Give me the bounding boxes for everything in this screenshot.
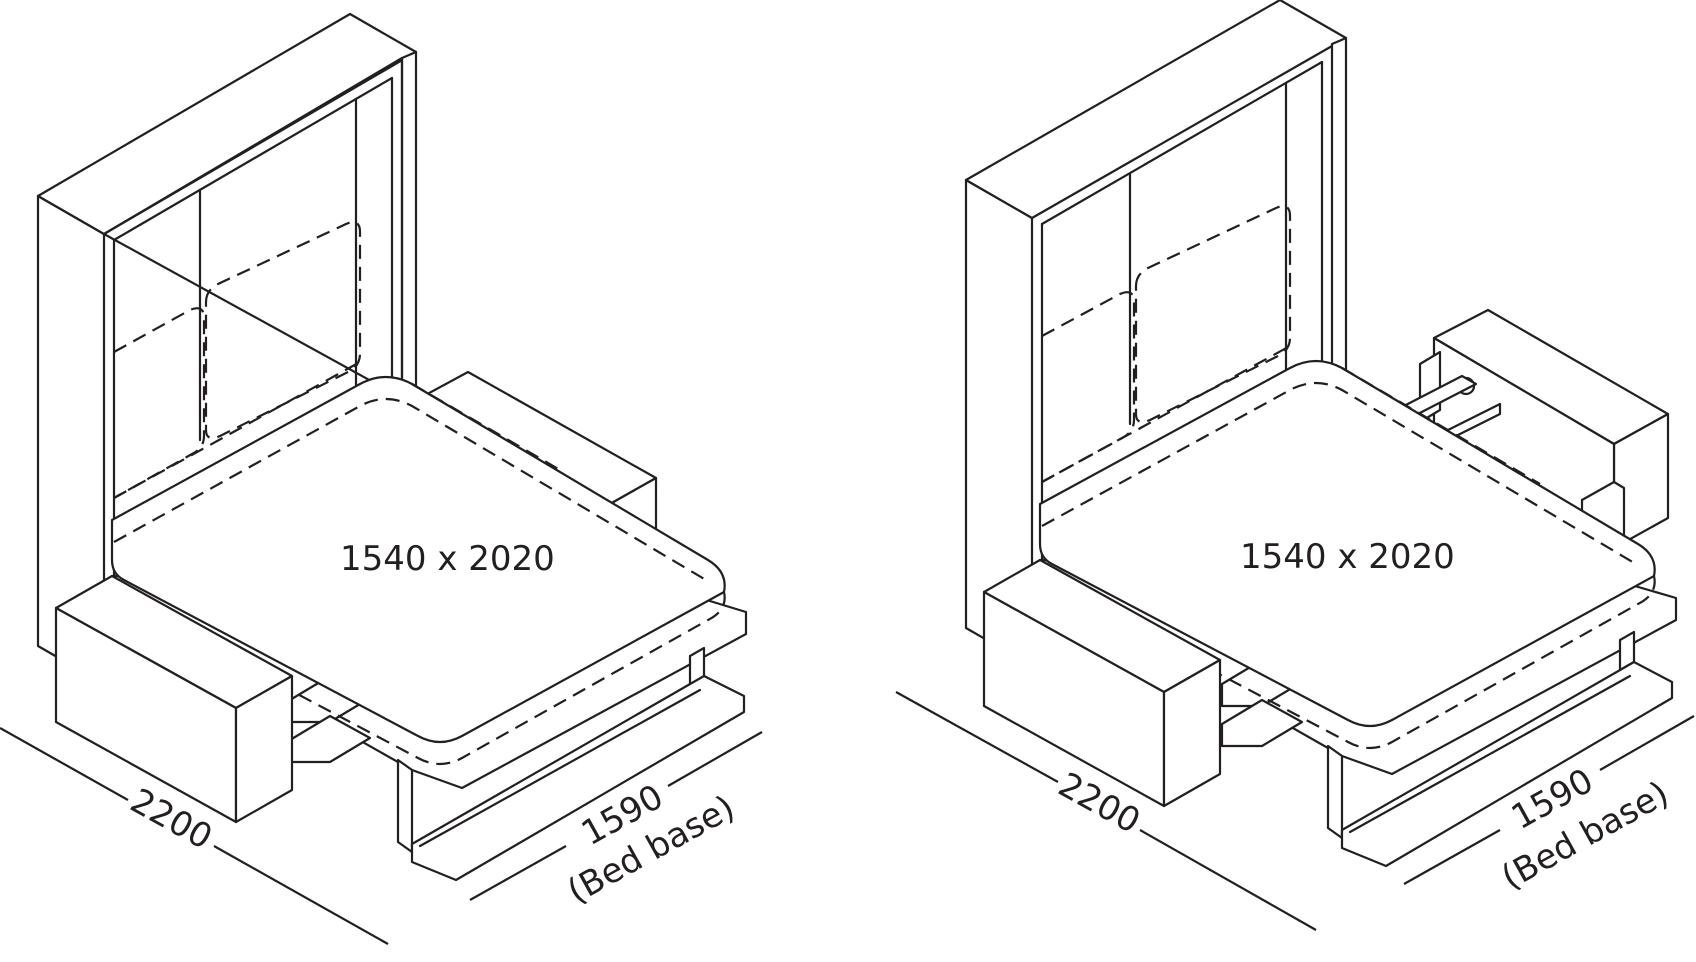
length-dimension-line-a	[895, 691, 1059, 783]
mattress-edge-dashed	[113, 397, 726, 766]
cabinet-top	[964, 0, 1348, 220]
wall-bed-right: 1540 x 2020 2200 1590 (Bed base)	[895, 0, 1695, 931]
mattress	[1038, 359, 1656, 728]
wall-bed-left: 1540 x 2020 2200 1590 (Bed base)	[0, 12, 763, 945]
headboard-cushion-left	[1041, 291, 1136, 483]
bed-foot-rail	[410, 674, 746, 882]
length-dimension-line-b	[1139, 829, 1317, 931]
cabinet-inner-frame	[102, 56, 404, 400]
under-bed-drawer-lower	[1220, 698, 1304, 748]
cabinet-top	[36, 12, 418, 236]
headboard-cushion-left	[113, 307, 206, 499]
cabinet-right-post	[400, 50, 418, 400]
front-storage-box-side	[1162, 658, 1222, 808]
length-dimension-line-a	[0, 727, 129, 801]
bed-support-leg	[1326, 744, 1344, 840]
front-storage-box-side	[234, 674, 294, 824]
mattress	[110, 375, 726, 744]
bed-foot-rail	[1340, 660, 1674, 868]
width-dimension-line-b	[667, 731, 763, 787]
mattress-size-label: 1540 x 2020	[340, 539, 555, 579]
width-dimension-line-a	[469, 845, 567, 901]
cabinet-right-post	[1330, 36, 1348, 386]
length-dimension-line-b	[213, 845, 389, 945]
width-dimension-line-a	[1403, 829, 1501, 885]
width-dimension-line-b	[1599, 715, 1695, 771]
mattress-edge-dashed	[1041, 381, 1656, 750]
mattress-size-label: 1540 x 2020	[1240, 537, 1455, 577]
bed-support-leg	[396, 758, 414, 854]
